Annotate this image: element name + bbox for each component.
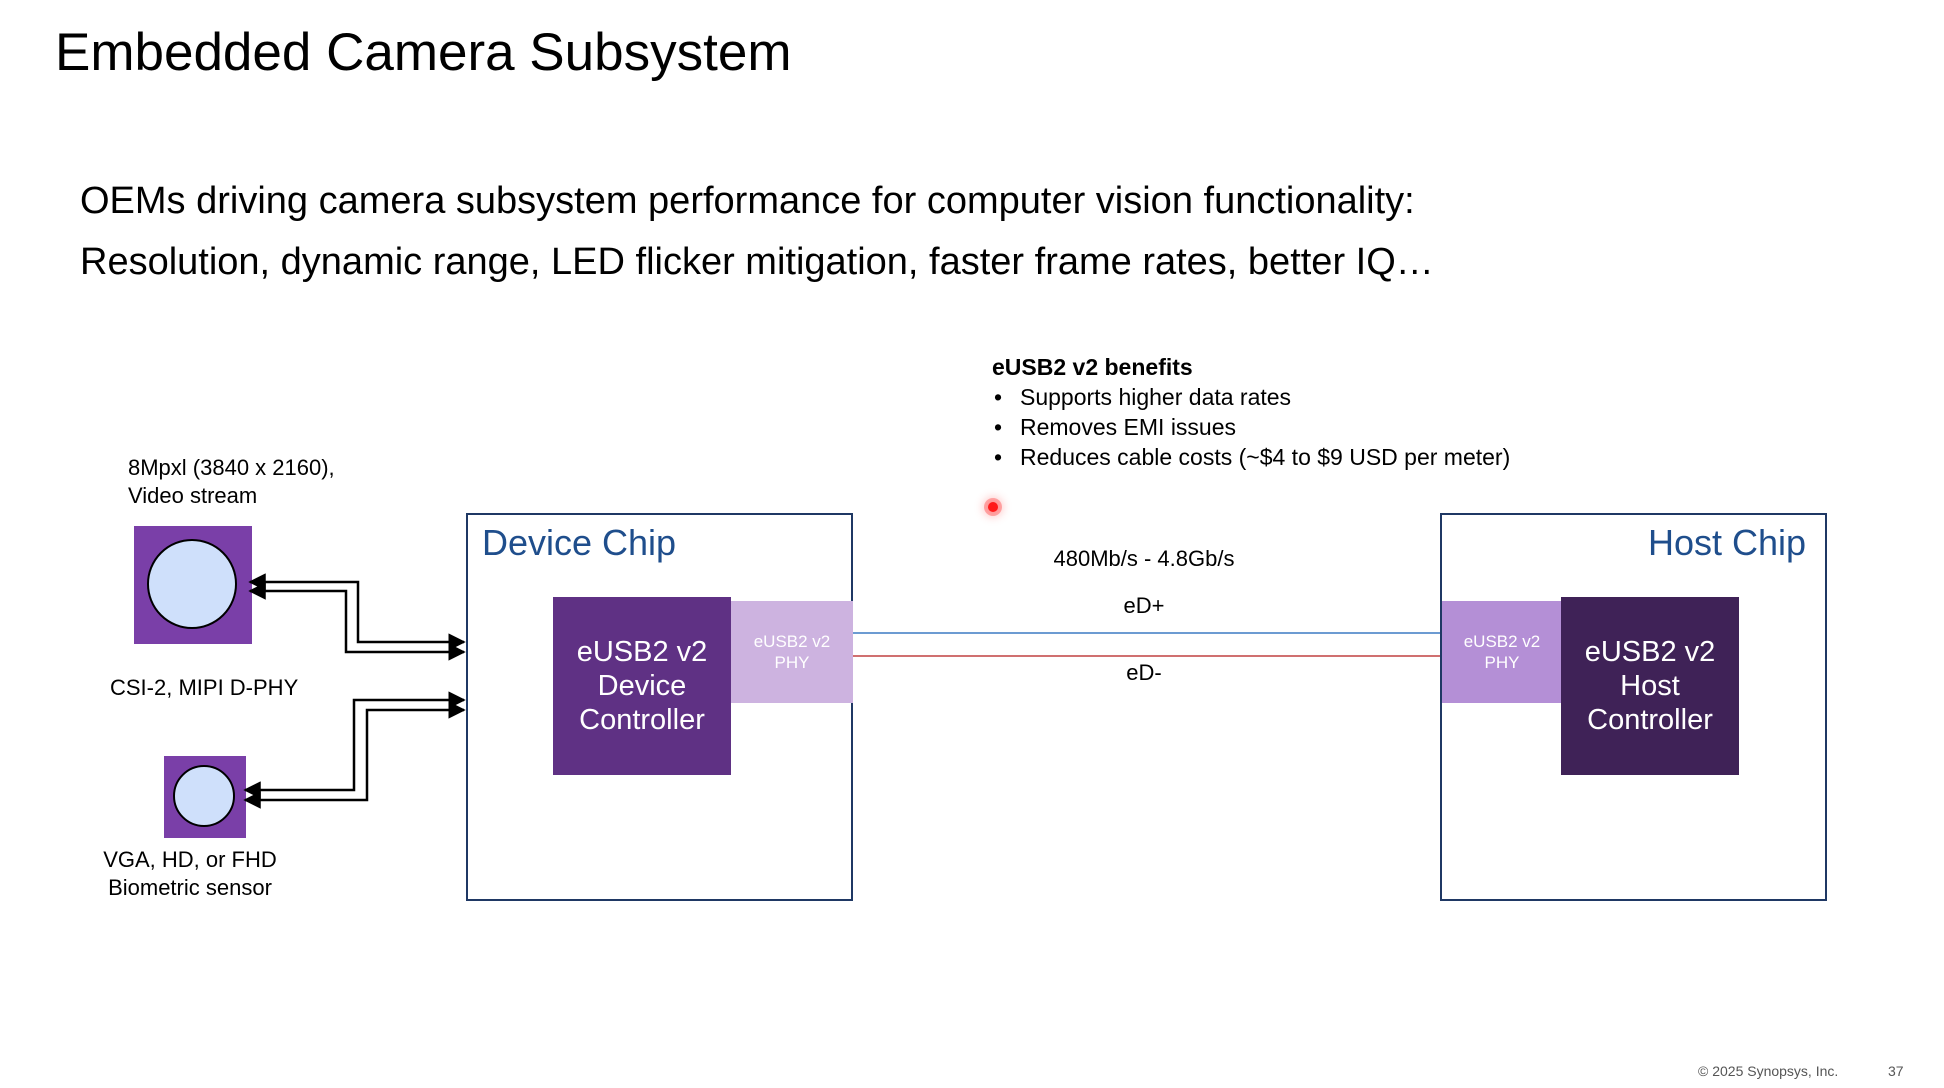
biometric-sensor [164,756,246,838]
device-chip-title: Device Chip [482,522,677,563]
laser-pointer-icon [988,502,998,512]
benefit-item: •Supports higher data rates [994,384,1292,410]
benefit-item: •Removes EMI issues [994,414,1237,440]
host-chip-title: Host Chip [1648,522,1807,563]
device-chip [466,513,853,901]
device-controller: eUSB2 v2 Device Controller [553,597,731,775]
link-rate-label: 480Mb/s - 4.8Gb/s [1053,546,1235,571]
subtitle-line-2: Resolution, dynamic range, LED flicker m… [80,241,1434,283]
bullet-icon: • [994,444,1003,470]
bio-sensor-arrow [243,691,466,799]
lens-icon [147,539,237,629]
benefit-item: •Reduces cable costs (~$4 to $9 USD per … [994,444,1511,470]
lens-icon [173,765,235,827]
benefits-box: eUSB2 v2 benefits •Supports higher data … [992,352,1510,472]
bio-sensor-arrow [243,701,466,809]
subtitle-line-1: OEMs driving camera subsystem performanc… [80,180,1415,222]
page-number: 37 [1888,1063,1904,1079]
ed-plus-label: eD+ [1123,593,1165,618]
host-phy: eUSB2 v2 PHY [1442,601,1562,703]
camera-sensor-main [134,526,252,644]
slide-title: Embedded Camera Subsystem [55,23,792,82]
bio-sensor-label: VGA, HD, or FHD Biometric sensor [103,847,277,900]
main-sensor-label: 8Mpxl (3840 x 2160), Video stream [128,455,335,508]
ed-minus-label: eD- [1126,660,1162,685]
host-controller: eUSB2 v2 Host Controller [1561,597,1739,775]
host-chip [1440,513,1827,901]
benefits-heading: eUSB2 v2 benefits [992,354,1193,380]
main-sensor-arrow [248,582,466,661]
benefits-list: •Supports higher data rates •Removes EMI… [992,382,1510,472]
device-phy: eUSB2 v2 PHY [731,601,853,703]
bullet-icon: • [994,414,1003,440]
copyright: © 2025 Synopsys, Inc. [1698,1063,1839,1079]
bullet-icon: • [994,384,1003,410]
